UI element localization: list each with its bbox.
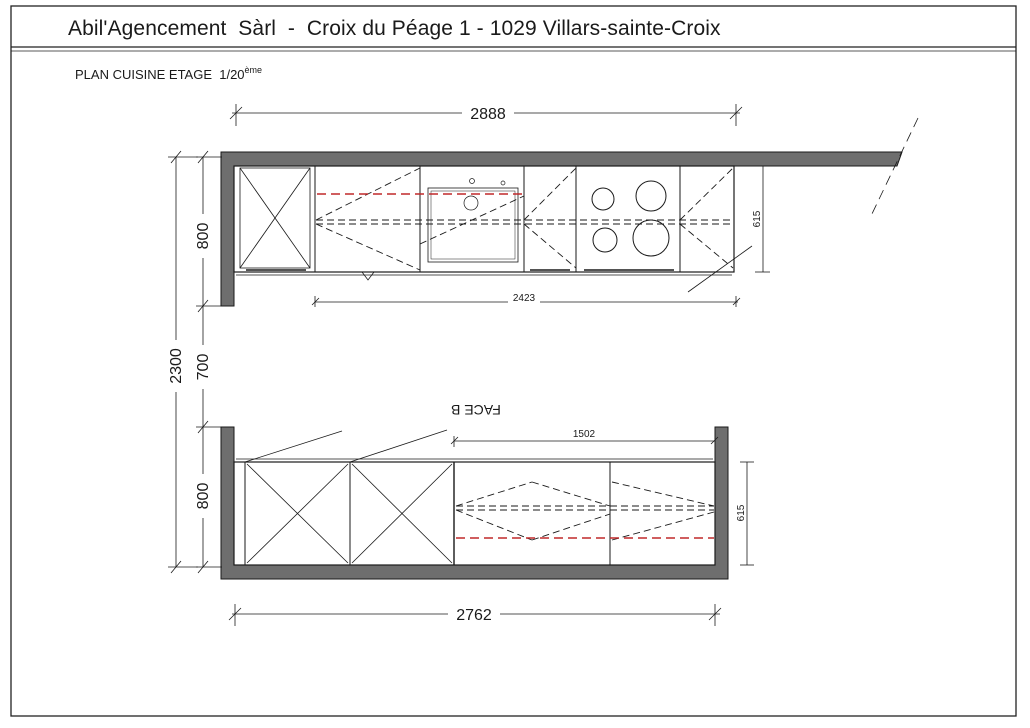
- hob-burner: [632, 219, 670, 257]
- top-cabinet-cross: [239, 167, 311, 269]
- bottom-dashed-shelves: [455, 481, 715, 541]
- top-counter: [233, 165, 735, 273]
- dim-bottom-depth: 615: [736, 504, 747, 521]
- sink-tap: [469, 178, 475, 184]
- plan-title-text: PLAN CUISINE ETAGE 1/20: [75, 67, 245, 82]
- dimension-labels: 2888 2423 615 800 700 2300 800 1502 615 …: [166, 104, 763, 624]
- sheet-frame: [10, 5, 1017, 717]
- top-dashed-shelves: [315, 167, 734, 271]
- bottom-wall: [220, 426, 729, 580]
- dim-bottom-width: 2762: [456, 607, 492, 624]
- sink-tap: [500, 180, 506, 186]
- bottom-counter: [233, 461, 716, 566]
- dim-left-total: 2300: [168, 348, 185, 384]
- top-kitchen-run: [220, 117, 919, 307]
- bottom-kitchen-run: [220, 426, 729, 580]
- bottom-construction-line: [244, 430, 343, 463]
- sink-basin-inner: [430, 190, 516, 260]
- sink-basin: [427, 187, 519, 263]
- dishwasher-marker: [361, 271, 375, 281]
- hob-burner: [592, 227, 618, 253]
- top-wall: [220, 151, 903, 307]
- company-header: Abil'Agencement Sàrl - Croix du Péage 1 …: [68, 17, 721, 40]
- dim-left-top-depth: 800: [195, 223, 212, 250]
- bottom-cabinet-cross: [351, 463, 453, 564]
- dim-left-bottom-depth: 800: [195, 483, 212, 510]
- bottom-construction-line: [349, 429, 448, 463]
- dim-top-inner: 2423: [513, 293, 536, 304]
- dim-top-depth: 615: [752, 210, 763, 227]
- hob-burner: [635, 180, 667, 212]
- sink-drain: [463, 195, 479, 211]
- hob-burner: [591, 187, 615, 211]
- bottom-cabinet-cross: [246, 463, 349, 564]
- dim-top-width: 2888: [470, 106, 506, 123]
- top-tall-cabinet: [239, 167, 311, 269]
- dim-bottom-inner: 1502: [573, 429, 596, 440]
- dim-left-gap: 700: [195, 354, 212, 381]
- plan-title: PLAN CUISINE ETAGE 1/20ème: [75, 65, 262, 82]
- top-construction-line: [869, 117, 919, 219]
- top-construction-line: [687, 245, 753, 293]
- plan-scale-suffix: ème: [244, 65, 263, 75]
- face-label: FACE B: [451, 402, 501, 418]
